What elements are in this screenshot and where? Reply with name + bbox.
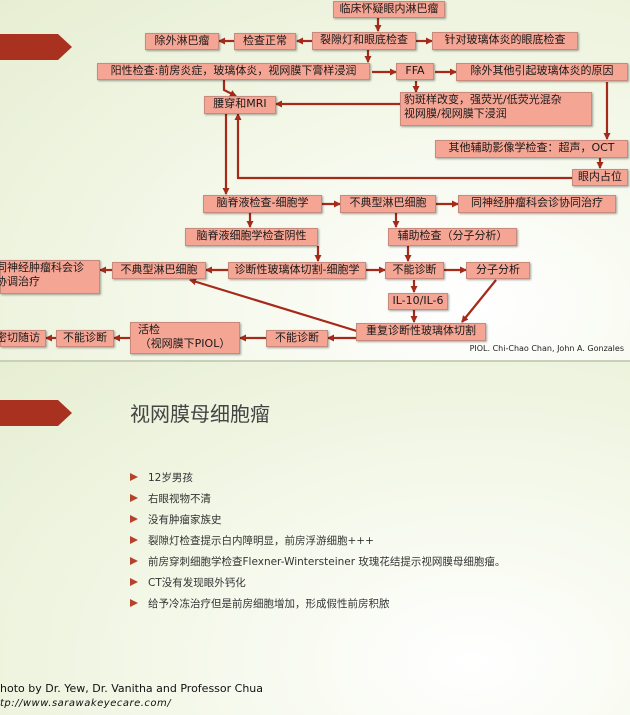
bullet-text: 没有肿瘤家族史: [148, 514, 222, 526]
flow-box-ffa: FFA: [396, 63, 434, 80]
flow-box-exclude-other-causes: 除外其他引起玻璃体炎的原因: [456, 63, 628, 81]
flow-box-undiagnosable-1: 不能诊断: [385, 262, 444, 279]
flow-box-undiagnosable-3: 不能诊断: [56, 330, 114, 347]
flow-box-neuro-left-line2: 协调治疗: [0, 275, 40, 288]
bullet-arrow-icon: [130, 557, 138, 565]
flow-box-neuro-left-line1: 同神经肿瘤科会诊: [0, 261, 84, 274]
flow-box-other-imaging: 其他辅助影像学检查：超声，OCT: [435, 140, 628, 158]
flow-box-molecular-analysis: 分子分析: [466, 262, 530, 279]
bullet-arrow-icon: [130, 473, 138, 481]
flow-box-leopard-line1: 豹斑样改变，强荧光/低荧光混杂: [404, 93, 562, 106]
flow-box-close-followup: 密切随访: [0, 330, 46, 347]
flow-box-atypical-lymphocytes-top: 不典型淋巴细胞: [340, 195, 436, 213]
flow-box-exam-normal: 检查正常: [234, 33, 296, 50]
case-bullet-list: 12岁男孩 右眼视物不清 没有肿瘤家族史 裂隙灯检查提示白内障明显，前房浮游细胞…: [130, 470, 505, 617]
flow-box-undiagnosable-2: 不能诊断: [266, 330, 328, 347]
bullet-item: 给予冷冻治疗但是前房细胞增加，形成假性前房积脓: [130, 596, 505, 617]
flow-box-lumbar-mri: 腰穿和MRI: [204, 96, 276, 114]
flowchart-arrows: [45, 18, 611, 342]
bullet-arrow-icon: [130, 515, 138, 523]
flow-box-biopsy: 活检 （视网膜下PIOL）: [130, 322, 240, 354]
flow-box-intraocular-mass: 眼内占位: [572, 169, 628, 186]
flow-box-auxiliary-molecular: 辅助检查（分子分析）: [388, 228, 517, 246]
retinoblastoma-slide: 视网膜母细胞瘤 12岁男孩 右眼视物不清 没有肿瘤家族史 裂隙灯检查提示白内障明…: [0, 362, 630, 715]
pennant-icon: [0, 34, 72, 60]
flow-box-repeat-vitrectomy: 重复诊断性玻璃体切割: [356, 323, 486, 341]
slide-title: 视网膜母细胞瘤: [130, 402, 270, 426]
bullet-item: CT没有发现眼外钙化: [130, 575, 505, 596]
flow-box-biopsy-line2: （视网膜下PIOL）: [139, 337, 231, 350]
bullet-item: 没有肿瘤家族史: [130, 512, 505, 533]
source-url[interactable]: tp://www.sarawakeyecare.com/: [0, 698, 172, 709]
flow-box-vitritis-fundus-exam: 针对玻璃体炎的眼底检查: [432, 32, 578, 50]
bullet-item: 前房穿刺细胞学检查Flexner-Wintersteiner 玫瑰花结提示视网膜…: [130, 554, 505, 575]
flow-box-atypical-lymphocytes-mid: 不典型淋巴细胞: [112, 262, 206, 279]
flow-box-exclude-lymphoma: 除外淋巴瘤: [145, 33, 219, 50]
flow-box-slitlamp-fundus: 裂隙灯和眼底检查: [312, 32, 416, 50]
flow-box-close-text: 密切随访: [0, 331, 40, 344]
flow-box-neuro-oncology-left: 同神经肿瘤科会诊 协调治疗: [0, 260, 100, 294]
flow-box-csf-negative: 脑脊液细胞学检查阴性: [185, 228, 318, 246]
bullet-item: 裂隙灯检查提示白内障明显，前房浮游细胞+++: [130, 533, 505, 554]
flow-box-neuro-oncology-top: 同神经肿瘤科会诊协同治疗: [458, 195, 616, 213]
pennant-icon: [0, 400, 72, 426]
flow-box-positive-findings: 阳性检查:前房炎症，玻璃体炎，视网膜下膏样浸润: [97, 63, 370, 80]
bullet-text: 裂隙灯检查提示白内障明显，前房浮游细胞+++: [148, 535, 374, 547]
bullet-text: 前房穿刺细胞学检查Flexner-Wintersteiner 玫瑰花结提示视网膜…: [148, 556, 506, 568]
bullet-text: 给予冷冻治疗但是前房细胞增加，形成假性前房积脓: [148, 598, 390, 610]
slide-divider: [0, 360, 630, 362]
bullet-item: 右眼视物不清: [130, 491, 505, 512]
flow-box-diagnostic-vitrectomy: 诊断性玻璃体切割-细胞学: [228, 262, 366, 279]
flow-box-clinical-suspicion: 临床怀疑眼内淋巴瘤: [333, 1, 445, 18]
flow-box-csf-cytology: 脑脊液检查-细胞学: [203, 195, 322, 213]
bullet-arrow-icon: [130, 536, 138, 544]
flow-box-leopard-spot: 豹斑样改变，强荧光/低荧光混杂 视网膜/视网膜下浸润: [400, 92, 592, 126]
bullet-text: CT没有发现眼外钙化: [148, 577, 246, 589]
bullet-arrow-icon: [130, 578, 138, 586]
flowchart-slide: 临床怀疑眼内淋巴瘤 除外淋巴瘤 检查正常 裂隙灯和眼底检查 针对玻璃体炎的眼底检…: [0, 0, 630, 360]
bullet-arrow-icon: [130, 494, 138, 502]
flow-box-il10-il6: IL-10/IL-6: [388, 293, 448, 310]
bullet-arrow-icon: [130, 599, 138, 607]
photo-credit: hoto by Dr. Yew, Dr. Vanitha and Profess…: [0, 682, 264, 695]
bullet-text: 12岁男孩: [148, 472, 193, 484]
flow-box-leopard-line2: 视网膜/视网膜下浸润: [404, 107, 507, 120]
bullet-item: 12岁男孩: [130, 470, 505, 491]
flowchart-credit: PIOL. Chi-Chao Chan, John A. Gonzales: [469, 344, 624, 353]
flow-box-biopsy-line1: 活检: [138, 323, 160, 336]
bullet-text: 右眼视物不清: [148, 493, 211, 505]
